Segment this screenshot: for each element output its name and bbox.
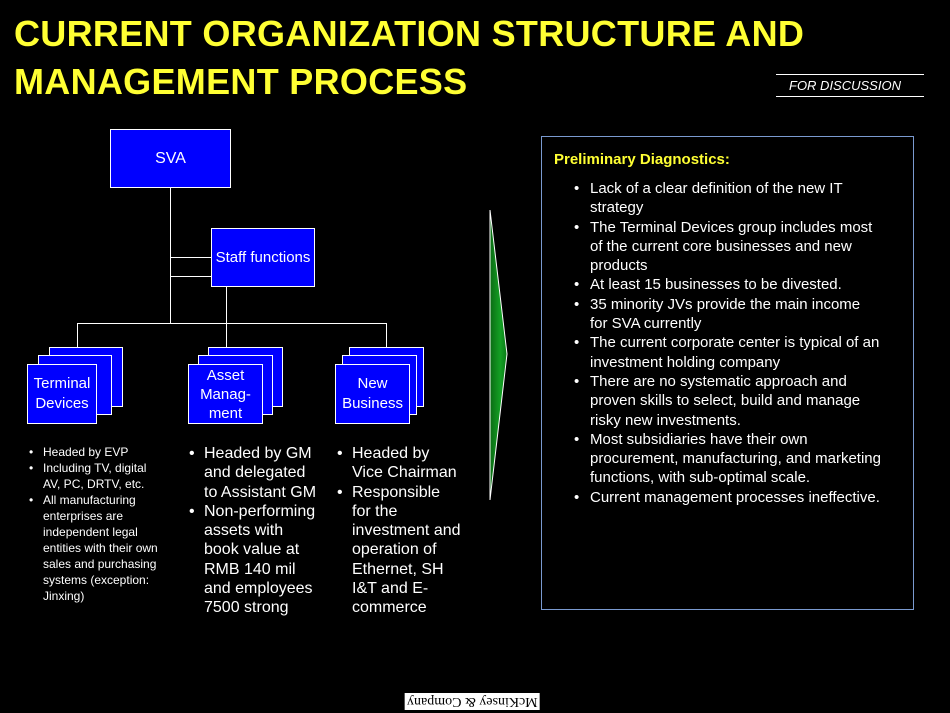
- diagnostics-title: Preliminary Diagnostics:: [554, 151, 730, 168]
- connector-horizontal-bar: [77, 323, 387, 324]
- title-line-2: MANAGEMENT PROCESS: [14, 61, 468, 102]
- note-item: All manufacturing enterprises are indepe…: [26, 492, 166, 604]
- note-item: Responsible for the investment and opera…: [335, 483, 463, 618]
- connector-drop-1: [77, 323, 78, 348]
- note-item: Non-performing assets with book value at…: [187, 502, 322, 618]
- transition-arrow: [489, 209, 508, 501]
- note-item: Headed by EVP: [26, 444, 166, 460]
- title-line-1: CURRENT ORGANIZATION STRUCTURE AND: [14, 13, 805, 54]
- footer-logo: McKinsey & Company: [405, 693, 540, 710]
- diagnostics-list: Lack of a clear definition of the new IT…: [571, 179, 881, 507]
- connector-drop-3: [386, 323, 387, 348]
- diagnostic-item: Current management processes ineffective…: [571, 488, 881, 508]
- org-box-new-business: New Business: [335, 364, 410, 424]
- terminal-devices-notes: Headed by EVP Including TV, digital AV, …: [26, 444, 166, 604]
- connector-drop-2: [226, 323, 227, 348]
- connector-root-down: [170, 188, 171, 324]
- slide-title: CURRENT ORGANIZATION STRUCTURE AND MANAG…: [14, 10, 804, 106]
- diagnostic-item: Most subsidiaries have their own procure…: [571, 430, 881, 488]
- note-item: Including TV, digital AV, PC, DRTV, etc.: [26, 460, 166, 492]
- diagnostic-item: Lack of a clear definition of the new IT…: [571, 179, 881, 218]
- diagnostic-item: At least 15 businesses to be divested.: [571, 275, 881, 295]
- note-item: Headed by Vice Chairman: [335, 444, 463, 483]
- org-box-asset-management: Asset Manag- ment: [188, 364, 263, 424]
- diagnostic-item: 35 minority JVs provide the main income …: [571, 295, 881, 334]
- diagnostic-item: The Terminal Devices group includes most…: [571, 218, 881, 276]
- note-item: Headed by GM and delegated to Assistant …: [187, 444, 322, 502]
- asset-management-notes: Headed by GM and delegated to Assistant …: [187, 444, 322, 618]
- org-box-staff-functions: Staff functions: [211, 228, 315, 287]
- discussion-tag: FOR DISCUSSION: [776, 74, 924, 97]
- connector-staff-top: [170, 257, 211, 258]
- connector-staff-bottom: [170, 276, 211, 277]
- diagnostic-item: The current corporate center is typical …: [571, 333, 881, 372]
- org-box-sva: SVA: [110, 129, 231, 188]
- diagnostics-panel: Preliminary Diagnostics: Lack of a clear…: [541, 136, 914, 610]
- new-business-notes: Headed by Vice Chairman Responsible for …: [335, 444, 463, 618]
- org-box-terminal-devices: Terminal Devices: [27, 364, 97, 424]
- diagnostic-item: There are no systematic approach and pro…: [571, 372, 881, 430]
- connector-staff-down: [226, 286, 227, 324]
